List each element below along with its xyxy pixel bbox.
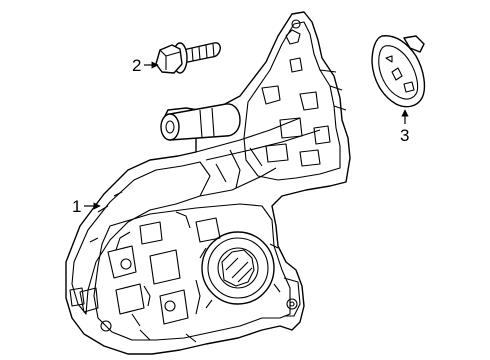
callout-2: 2 [132, 56, 159, 75]
bolt-part[interactable] [155, 42, 221, 74]
callout-3-label: 3 [400, 126, 409, 145]
callout-1-label: 1 [72, 197, 81, 216]
callout-2-label: 2 [132, 56, 141, 75]
callout-3: 3 [400, 109, 409, 145]
callout-1: 1 [72, 197, 101, 216]
gasket-part[interactable] [371, 35, 426, 108]
main-housing-part[interactable] [65, 11, 351, 355]
